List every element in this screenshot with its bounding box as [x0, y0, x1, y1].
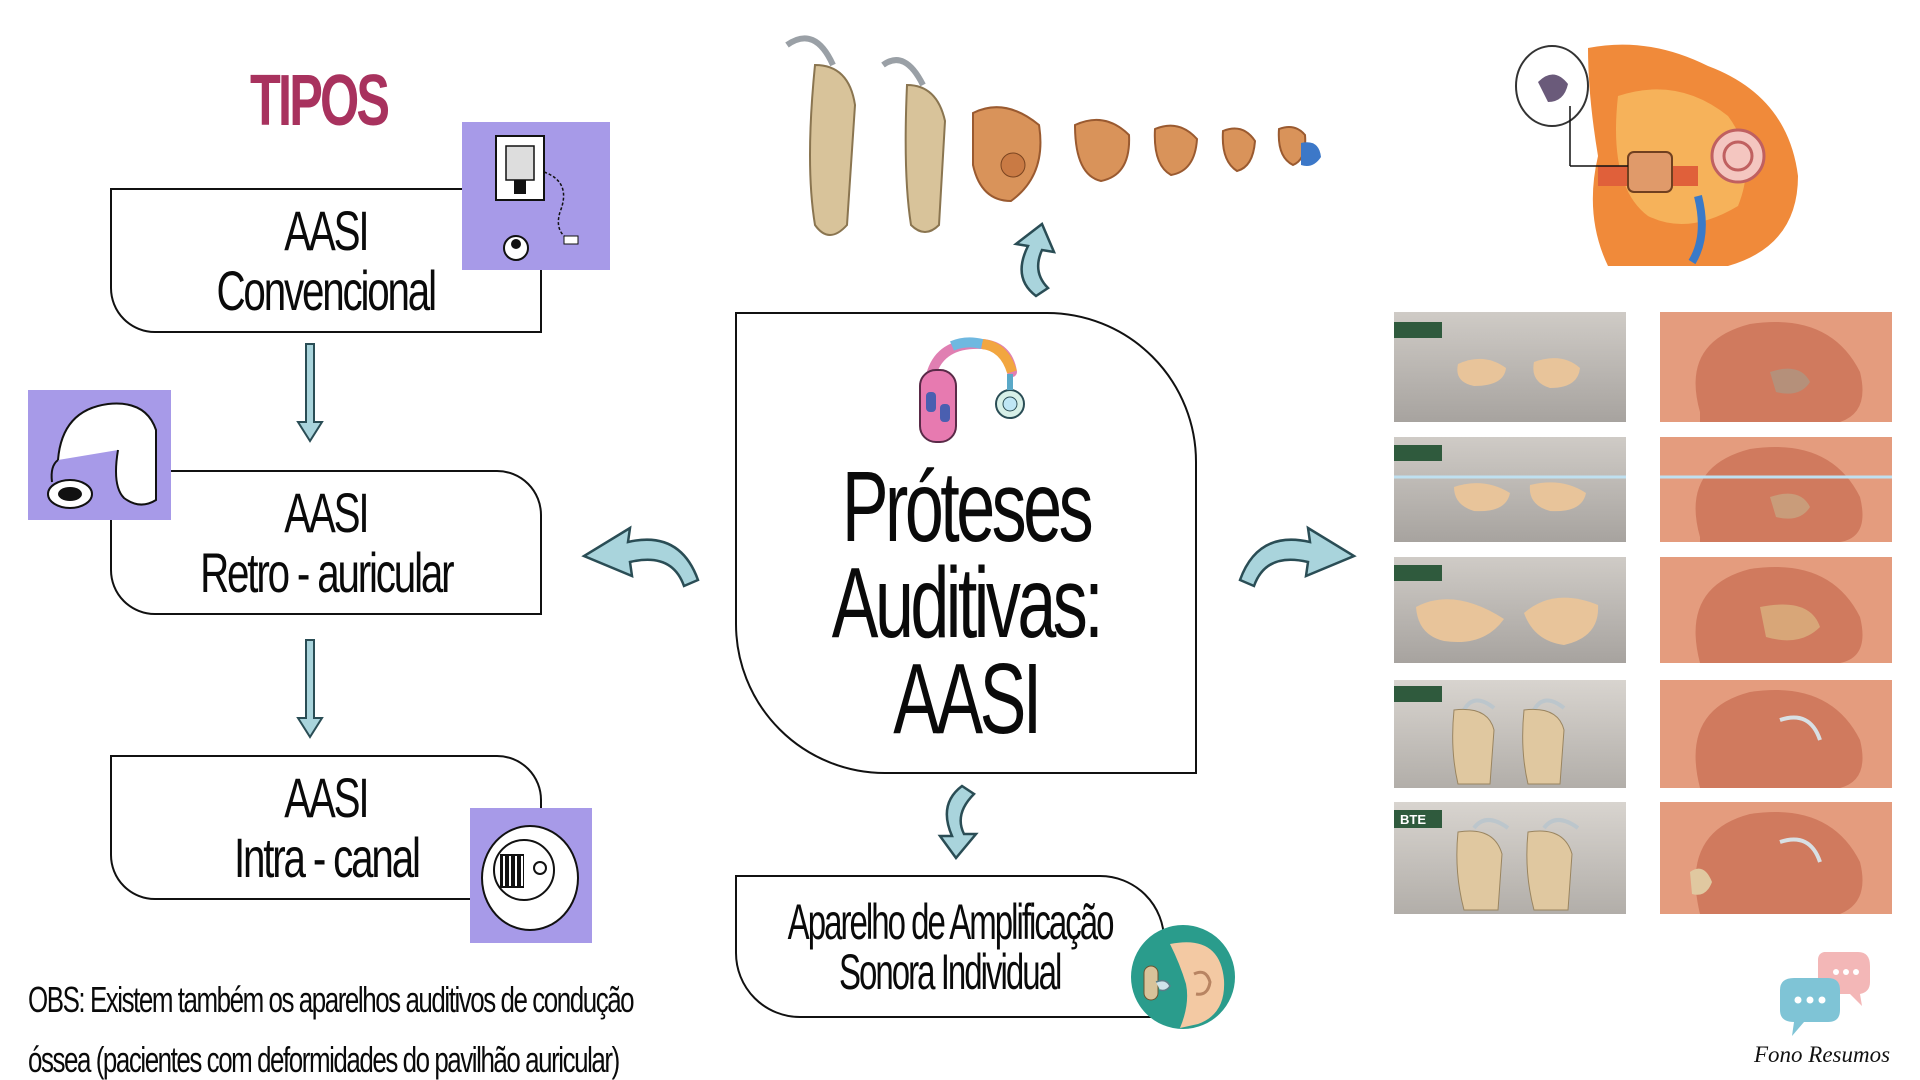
- photo-ear-3: [1660, 557, 1892, 663]
- ear-hearing-aid-icon: [1131, 925, 1235, 1029]
- type-box-line1: AASI: [284, 480, 369, 544]
- photo-device-1: [1394, 312, 1626, 422]
- itc-hearing-aid-image: [470, 808, 592, 943]
- central-title-line1: Próteses: [841, 451, 1094, 563]
- type-box-line1: AASI: [284, 765, 369, 829]
- type-box-line1: AASI: [284, 198, 369, 262]
- photo-ear-5: [1660, 802, 1892, 914]
- curved-arrow-up: [1012, 222, 1057, 298]
- curved-arrow-right: [1238, 525, 1357, 588]
- obs-note: OBS: Existem também os aparelhos auditiv…: [28, 970, 748, 1080]
- photo-grid: BTE: [1380, 300, 1900, 915]
- ear-anatomy-image: [1508, 36, 1808, 276]
- photo-ear-1: [1660, 312, 1892, 422]
- aasi-definition-box: Aparelho de Amplificação Sonora Individu…: [735, 875, 1165, 1018]
- central-title-line2: Auditivas:: [831, 547, 1104, 659]
- definition-line1: Aparelho de Amplificação: [787, 893, 1115, 950]
- curved-arrow-left: [581, 525, 700, 588]
- bte-hearing-aid-image: [28, 390, 171, 520]
- central-title-line3: AASI: [893, 643, 1042, 755]
- photo-device-4: [1394, 680, 1626, 788]
- definition-line2: Sonora Individual: [839, 943, 1062, 1000]
- tipos-heading: TIPOS: [250, 61, 390, 141]
- down-arrow-2: [296, 639, 324, 739]
- photo-ear-4: [1660, 680, 1892, 788]
- photo-device-2: [1394, 437, 1626, 542]
- down-arrow-1: [296, 343, 324, 443]
- photo-device-5: BTE: [1394, 802, 1626, 914]
- type-box-line2: Retro - auricular: [199, 540, 455, 604]
- credit-signature: Fono Resumos: [1754, 1042, 1891, 1067]
- obs-line2: óssea (pacientes com deformidades do pav…: [28, 1039, 620, 1080]
- type-box-retro-auricular: AASI Retro - auricular: [110, 470, 542, 615]
- obs-line1: OBS: Existem também os aparelhos auditiv…: [28, 979, 635, 1020]
- bte-badge: BTE: [1400, 812, 1426, 827]
- central-node: Próteses Auditivas: AASI: [735, 312, 1197, 774]
- photo-ear-2: [1660, 437, 1892, 542]
- chat-bubbles-logo: [1780, 952, 1870, 1036]
- hearing-aid-models-row: [775, 25, 1335, 245]
- central-title: Próteses Auditivas: AASI: [737, 451, 1195, 755]
- type-box-line2: Convencional: [216, 258, 438, 322]
- colorful-hearing-aid-icon: [919, 337, 1025, 443]
- pocket-hearing-aid-image: [462, 122, 610, 270]
- type-box-line2: Intra - canal: [233, 825, 421, 889]
- curved-arrow-down: [937, 784, 979, 860]
- photo-device-3: [1394, 557, 1626, 663]
